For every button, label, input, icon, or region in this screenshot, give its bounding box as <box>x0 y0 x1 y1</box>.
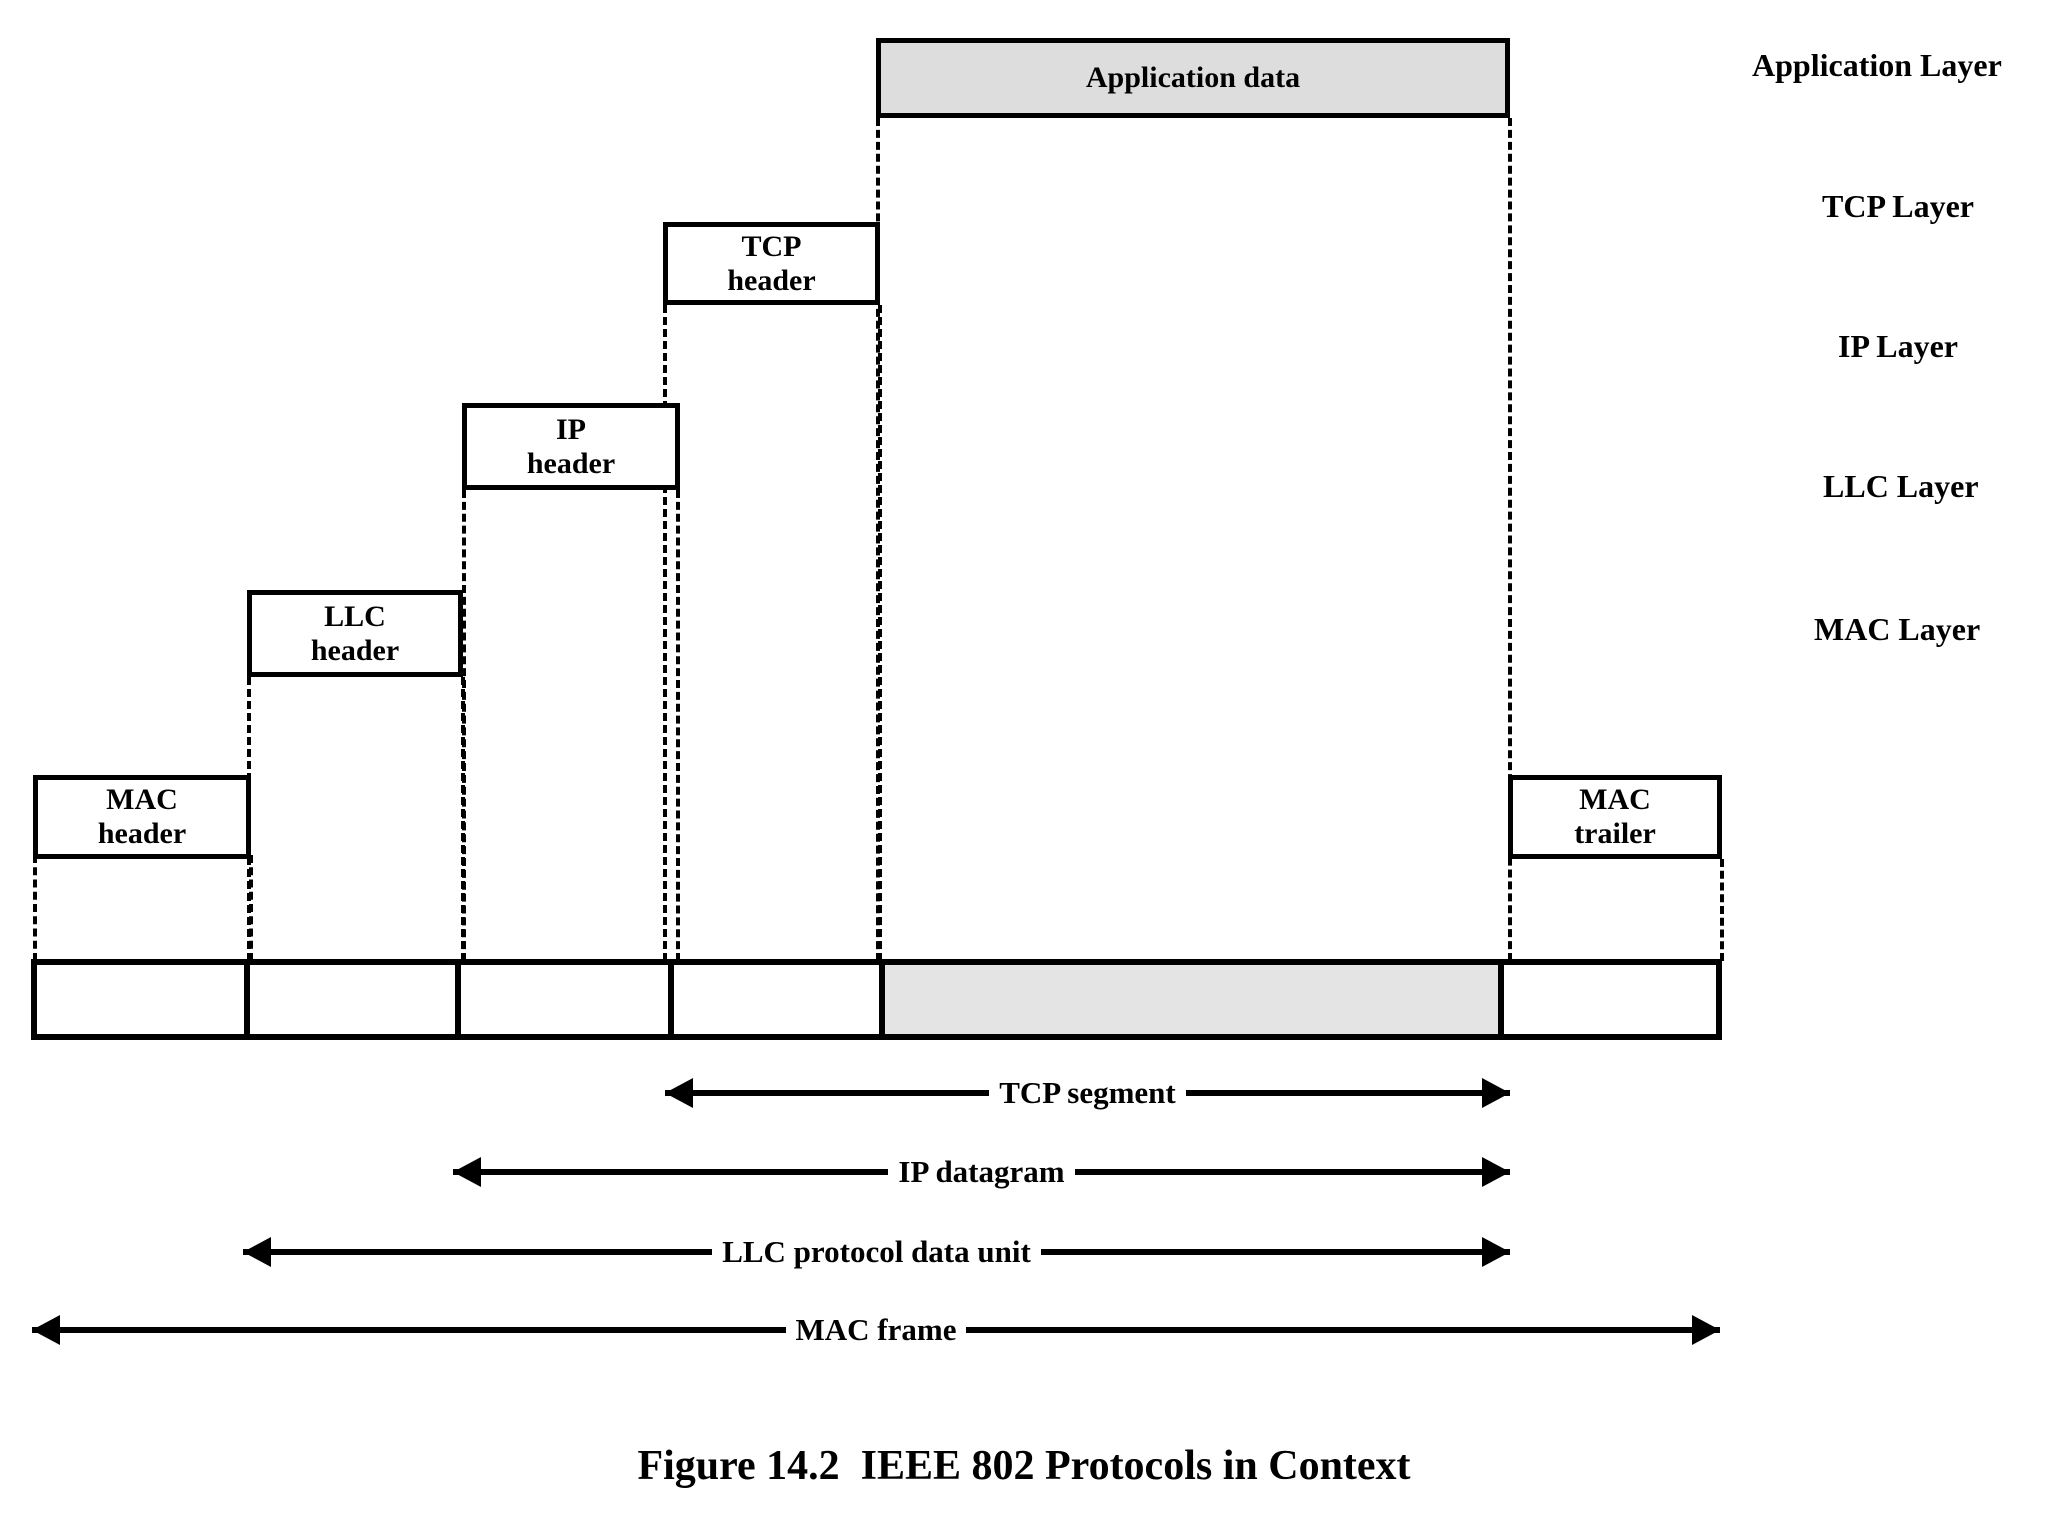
dashed-line-app-data-right <box>1508 118 1512 961</box>
frame-cell-mac-header <box>37 965 250 1034</box>
span-arrow-label: MAC frame <box>785 1312 967 1348</box>
dashed-line-mac-header-right <box>249 855 253 961</box>
pdu-box-label: MAC trailer <box>1574 783 1656 850</box>
layer-label-tcp-layer: TCP Layer <box>1822 188 1974 224</box>
span-arrow-label: LLC protocol data unit <box>712 1234 1041 1270</box>
arrow-head-left-icon <box>243 1237 271 1267</box>
arrow-head-left-icon <box>453 1157 481 1187</box>
assembled-frame-bar <box>31 959 1722 1040</box>
arrow-head-left-icon <box>32 1315 60 1345</box>
pdu-box-llc-header: LLC header <box>247 590 463 677</box>
pdu-box-application-data: Application data <box>876 38 1510 118</box>
arrow-head-right-icon <box>1482 1078 1510 1108</box>
pdu-box-mac-header: MAC header <box>33 775 251 859</box>
frame-cell-ip-header <box>461 965 674 1034</box>
span-arrow-mac-frame: MAC frame <box>32 1307 1720 1353</box>
layer-label-llc-layer: LLC Layer <box>1823 468 1979 504</box>
pdu-box-label: LLC header <box>310 599 400 667</box>
pdu-box-mac-trailer: MAC trailer <box>1508 775 1722 859</box>
pdu-box-label: Application data <box>1085 61 1301 95</box>
layer-label-application-layer: Application Layer <box>1752 47 2002 83</box>
dashed-line-mac-header-left <box>33 855 37 961</box>
pdu-box-ip-header: IP header <box>462 403 680 490</box>
layer-label-mac-layer: MAC Layer <box>1814 611 1981 647</box>
dashed-line-app-data-left <box>876 118 880 961</box>
figure-caption: Figure 14.2 IEEE 802 Protocols in Contex… <box>637 1443 1411 1489</box>
dashed-line-mac-trailer-right <box>1720 859 1724 961</box>
arrow-head-right-icon <box>1482 1237 1510 1267</box>
frame-cell-app-data <box>885 965 1504 1034</box>
layer-label-ip-layer: IP Layer <box>1838 328 1958 364</box>
dashed-line-tcp-header-left <box>663 305 667 961</box>
span-arrow-tcp-segment: TCP segment <box>665 1070 1510 1116</box>
pdu-box-label: TCP header <box>727 229 816 297</box>
arrow-head-right-icon <box>1692 1315 1720 1345</box>
span-arrow-ip-datagram: IP datagram <box>453 1149 1510 1195</box>
frame-cell-tcp-header <box>673 965 885 1034</box>
dashed-line-ip-header-right <box>676 490 680 961</box>
pdu-box-label: MAC header <box>97 783 187 850</box>
span-arrow-label: TCP segment <box>989 1075 1186 1111</box>
dashed-line-ip-header-left <box>462 490 466 961</box>
arrow-head-left-icon <box>665 1078 693 1108</box>
arrow-head-right-icon <box>1482 1157 1510 1187</box>
dashed-line-tcp-header-right <box>878 305 882 961</box>
frame-cell-llc-header <box>249 965 461 1034</box>
span-arrow-llc-protocol-data-unit: LLC protocol data unit <box>243 1229 1510 1275</box>
frame-cell-mac-trailer <box>1503 965 1716 1034</box>
pdu-box-label: IP header <box>526 412 616 480</box>
span-arrow-label: IP datagram <box>888 1154 1075 1190</box>
pdu-box-tcp-header: TCP header <box>663 222 880 305</box>
